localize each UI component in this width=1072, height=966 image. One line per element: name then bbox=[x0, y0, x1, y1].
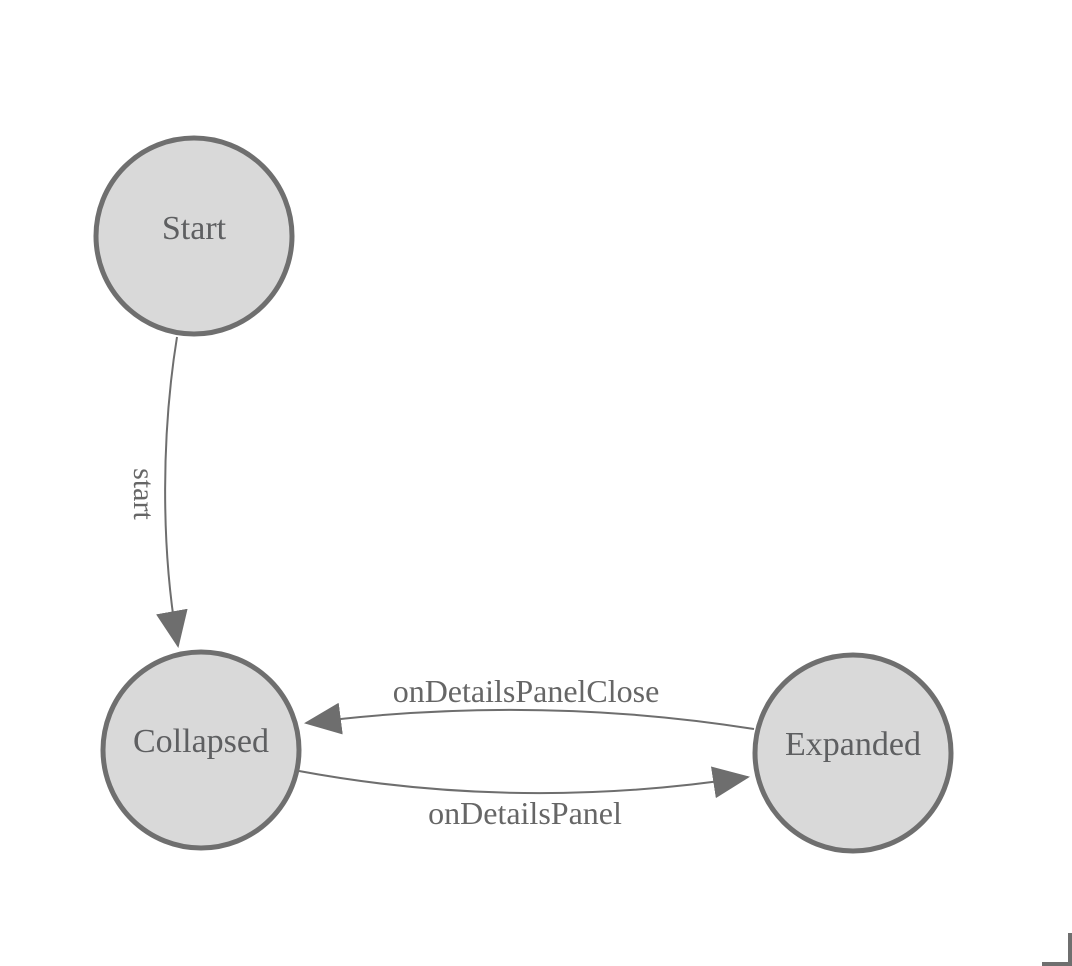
canvas-corner-mark-vertical bbox=[1068, 933, 1072, 966]
edge-expanded-to-collapsed-path[interactable] bbox=[304, 702, 755, 735]
state-node-expanded[interactable]: Expanded bbox=[752, 652, 954, 854]
state-node-collapsed-circle[interactable] bbox=[100, 649, 302, 851]
state-node-start[interactable]: Start bbox=[93, 135, 295, 337]
canvas-corner-mark-horizontal bbox=[1042, 962, 1072, 966]
state-node-expanded-label: Expanded bbox=[785, 726, 921, 763]
state-node-collapsed-label: Collapsed bbox=[133, 723, 269, 760]
state-node-start-label: Start bbox=[162, 210, 227, 247]
edge-expanded-to-collapsed[interactable]: onDetailsPanelClose bbox=[304, 673, 755, 735]
state-node-expanded-circle[interactable] bbox=[752, 652, 954, 854]
canvas-corner-mark bbox=[1042, 933, 1072, 966]
edge-label-ondetailspanel: onDetailsPanel bbox=[428, 795, 622, 831]
state-node-start-circle[interactable] bbox=[93, 135, 295, 337]
edge-label-start: start bbox=[127, 468, 160, 520]
edge-label-ondetailspanelclose: onDetailsPanelClose bbox=[393, 673, 660, 709]
edge-start-to-collapsed[interactable]: start bbox=[127, 336, 188, 648]
edge-collapsed-to-expanded[interactable]: onDetailsPanel bbox=[298, 766, 750, 831]
edge-collapsed-to-expanded-path[interactable] bbox=[298, 766, 750, 799]
edge-start-to-collapsed-path[interactable] bbox=[156, 336, 188, 648]
state-node-collapsed[interactable]: Collapsed bbox=[100, 649, 302, 851]
